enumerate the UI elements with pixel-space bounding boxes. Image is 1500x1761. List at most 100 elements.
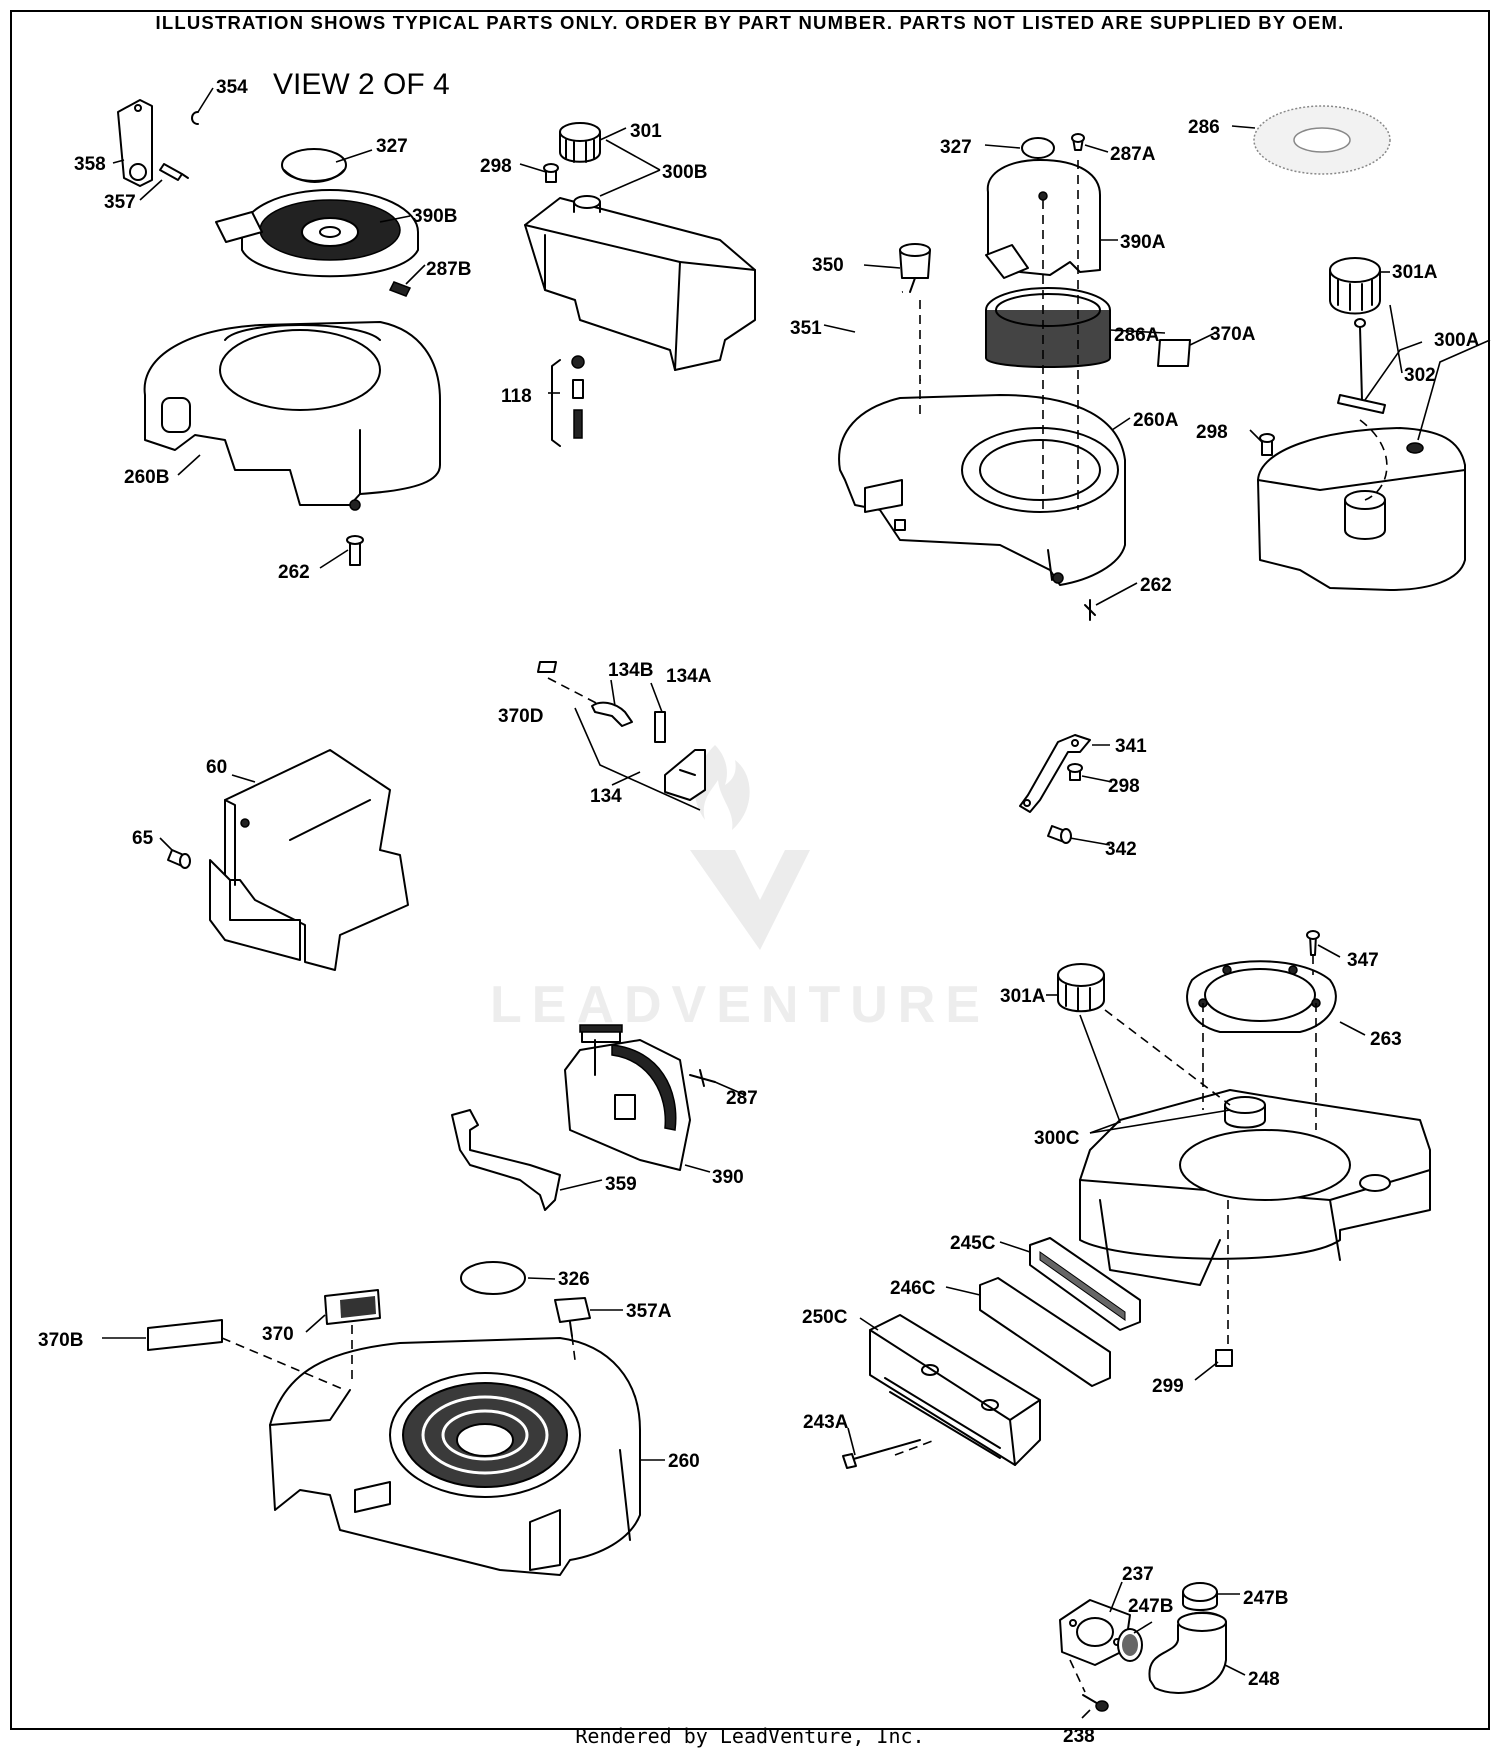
label-354: 354 xyxy=(216,77,248,98)
clamp-247b-upper-part[interactable] xyxy=(1182,1582,1218,1611)
label-370a: 370A xyxy=(1210,324,1256,345)
label-370b: 370B xyxy=(38,1330,83,1351)
fuel-cap-301a-part[interactable] xyxy=(1329,257,1381,315)
label-248: 248 xyxy=(1248,1669,1280,1690)
view-title: VIEW 2 OF 4 xyxy=(273,68,450,101)
elbow-248-part[interactable] xyxy=(1148,1611,1227,1694)
arm-359-part[interactable] xyxy=(451,1109,561,1211)
label-370: 370 xyxy=(262,1324,294,1345)
label-287a: 287A xyxy=(1110,144,1156,165)
label-134: 134 xyxy=(590,786,622,807)
label-298-top: 298 xyxy=(480,156,512,177)
fastener-118-part[interactable] xyxy=(551,355,585,447)
recoil-starter-390b-part[interactable] xyxy=(215,189,419,278)
bracket-341-part[interactable] xyxy=(1019,734,1091,813)
fuel-line-351-part[interactable] xyxy=(858,290,921,382)
clip-299-part[interactable] xyxy=(1215,1349,1233,1367)
decal-370a-part[interactable] xyxy=(1157,339,1191,367)
watermark-text: LEADVENTURE xyxy=(490,976,991,1034)
pin-357-part[interactable] xyxy=(159,163,189,181)
clip-354-part[interactable] xyxy=(191,111,199,125)
label-327-left: 327 xyxy=(376,136,408,157)
label-298-mid: 298 xyxy=(1108,776,1140,797)
bracket-358-part[interactable] xyxy=(117,99,153,187)
screw-347-part[interactable] xyxy=(1306,930,1320,956)
label-286: 286 xyxy=(1188,117,1220,138)
screw-243a-part[interactable] xyxy=(842,1439,921,1469)
screw-65-part[interactable] xyxy=(167,849,191,869)
flange-237-part[interactable] xyxy=(1059,1599,1131,1666)
screw-298-top-part[interactable] xyxy=(543,163,559,183)
label-390: 390 xyxy=(712,1167,744,1188)
label-370d: 370D xyxy=(498,706,543,727)
recoil-starter-390a-part[interactable] xyxy=(985,159,1101,279)
label-298-right: 298 xyxy=(1196,422,1228,443)
screw-287b-part[interactable] xyxy=(388,281,412,297)
label-326: 326 xyxy=(558,1269,590,1290)
fuel-tank-300b-part[interactable] xyxy=(524,195,756,371)
air-filter-286-part[interactable] xyxy=(1253,105,1391,175)
cover-250c-part[interactable] xyxy=(869,1314,1041,1466)
label-260: 260 xyxy=(668,1451,700,1472)
fuel-tank-300a-part[interactable] xyxy=(1257,427,1466,591)
screw-262-right-part[interactable] xyxy=(1084,599,1096,621)
label-301a: 301A xyxy=(1392,262,1438,283)
label-118: 118 xyxy=(501,386,532,407)
screw-298-mid-part[interactable] xyxy=(1067,763,1083,781)
label-287b: 287B xyxy=(426,259,471,280)
screen-286a-part[interactable] xyxy=(985,287,1111,368)
fuel-primer-350-part[interactable] xyxy=(899,243,931,293)
decal-370d-part[interactable] xyxy=(537,661,557,673)
diagram-frame xyxy=(10,10,1490,1730)
label-134a: 134A xyxy=(666,666,712,687)
clamp-247b-lower-part[interactable] xyxy=(1117,1628,1143,1662)
filter-245c-part[interactable] xyxy=(1029,1237,1141,1331)
fuel-cap-301-part[interactable] xyxy=(559,122,601,163)
screw-342-part[interactable] xyxy=(1047,825,1072,844)
label-60: 60 xyxy=(206,757,227,778)
label-300b: 300B xyxy=(662,162,707,183)
alignment-lines xyxy=(221,160,1388,1693)
fuel-cap-301a-lower-part[interactable] xyxy=(1057,963,1105,1013)
cap-327-part[interactable] xyxy=(281,148,347,183)
decal-370b-part[interactable] xyxy=(147,1319,223,1351)
label-390b: 390B xyxy=(412,206,457,227)
screw-298-right-part[interactable] xyxy=(1259,433,1275,456)
shroud-60-part[interactable] xyxy=(209,749,409,971)
label-359: 359 xyxy=(605,1174,637,1195)
screw-287-part[interactable] xyxy=(689,1069,716,1087)
screw-238-part[interactable] xyxy=(1082,1694,1109,1712)
label-300c: 300C xyxy=(1034,1128,1080,1149)
screw-262-left-part[interactable] xyxy=(346,535,364,566)
label-299: 299 xyxy=(1152,1376,1184,1397)
label-243a: 243A xyxy=(803,1412,849,1433)
label-237: 237 xyxy=(1122,1564,1154,1585)
label-245c: 245C xyxy=(950,1233,996,1254)
label-300a: 300A xyxy=(1434,330,1480,351)
part-labels: 354 358 357 327 390B 287B 260B 262 301 2… xyxy=(38,77,1480,1747)
air-cleaner-300c-part[interactable] xyxy=(1079,1089,1431,1286)
label-301a-lower: 301A xyxy=(1000,986,1046,1007)
blower-housing-260a-part[interactable] xyxy=(838,394,1126,586)
flame-v-logo-icon xyxy=(690,745,810,950)
pre-filter-246c-part[interactable] xyxy=(979,1277,1111,1387)
blower-housing-260-part[interactable] xyxy=(269,1337,641,1576)
recoil-starter-390-part[interactable] xyxy=(564,1024,691,1171)
bracket-357a-part[interactable] xyxy=(554,1297,591,1337)
label-262-left: 262 xyxy=(278,562,310,583)
screw-287a-part[interactable] xyxy=(1071,133,1085,151)
label-390a: 390A xyxy=(1120,232,1166,253)
lever-134b-part[interactable] xyxy=(591,701,633,727)
leader-lines xyxy=(102,87,1491,1719)
plug-326-part[interactable] xyxy=(460,1261,526,1295)
assembly-134-part[interactable] xyxy=(664,749,706,801)
gasket-263-part[interactable] xyxy=(1186,960,1337,1033)
blower-housing-260b-part[interactable] xyxy=(143,321,441,511)
bracket-134a-part[interactable] xyxy=(654,711,666,743)
label-347: 347 xyxy=(1347,950,1379,971)
label-260b: 260B xyxy=(124,467,169,488)
decal-370-part[interactable] xyxy=(324,1289,381,1325)
dipstick-302-part[interactable] xyxy=(1337,318,1386,414)
label-341: 341 xyxy=(1115,736,1147,757)
